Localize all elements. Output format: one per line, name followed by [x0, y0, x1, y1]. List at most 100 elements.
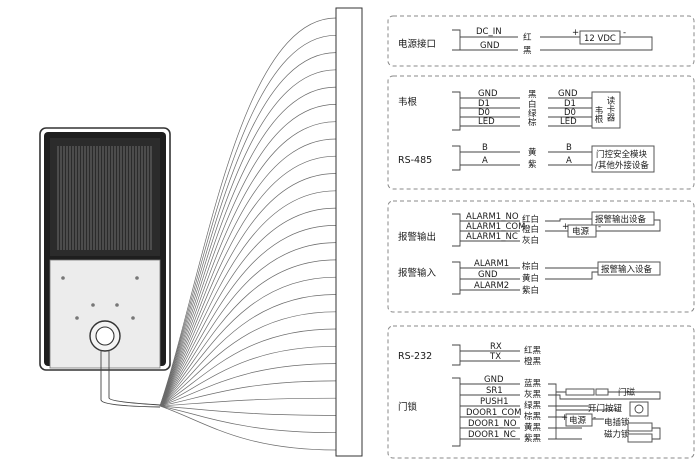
alarm-out-pin-no: ALARM1_NO — [466, 212, 519, 222]
reader-pin-d0: D0 — [564, 108, 576, 118]
lock-color-yellowblack: 黄黑 — [524, 422, 542, 433]
cable-wire — [159, 190, 337, 407]
lock-power-box — [565, 413, 593, 427]
cable-wire — [159, 69, 337, 407]
reader-pin-led: LED — [560, 117, 577, 127]
rs485-device-line2: /其他外接设备 — [595, 160, 649, 171]
cable-wire — [159, 405, 337, 451]
alarm-out-pin-nc: ALARM1_NC — [466, 232, 518, 242]
cable-wire — [159, 34, 337, 407]
alarm-in-pin-alarm2: ALARM2 — [474, 281, 509, 291]
wiegand-color-black: 黑 — [528, 90, 537, 100]
alarm-out-color-redwhite: 红白 — [522, 214, 539, 225]
cable-wire — [159, 121, 337, 407]
alarm-output-device-label: 报警输出设备 — [595, 214, 647, 225]
power-supply-box — [579, 30, 621, 45]
alarm-input-label: 报警输入 — [398, 267, 437, 279]
lock-color-greenblack: 绿黑 — [524, 400, 542, 411]
lock-color-blueblack: 蓝黑 — [524, 378, 542, 389]
lock-pin-door1-nc: DOOR1_NC — [468, 430, 516, 440]
electric-lock-label: 电插锁 — [604, 417, 630, 428]
access-controller-device — [39, 127, 171, 408]
cable-wire — [159, 86, 337, 407]
rs485-device-line1: 门控安全模块 — [596, 149, 648, 160]
alarm-section — [387, 200, 695, 313]
rs232-color-orangeblack: 橙黑 — [524, 356, 542, 367]
alarm-out-power-minus: - — [598, 222, 601, 232]
wiegand-label: 韦根 — [398, 96, 418, 108]
exit-button-icon — [634, 404, 644, 414]
alarm-out-power-plus: + — [562, 222, 569, 232]
power-color-black: 黑 — [523, 46, 532, 56]
lock-pin-door1-no: DOOR1_NO — [468, 419, 517, 429]
alarm-output-label: 报警输出 — [398, 231, 436, 243]
cable-wire — [159, 225, 337, 407]
power-label: 电源接口 — [398, 38, 436, 50]
alarm-input-device-box — [597, 261, 661, 276]
rs232-pin-rx: RX — [490, 342, 502, 352]
wiegand-color-brown: 棕 — [528, 117, 537, 128]
rs485-pin-a: A — [482, 156, 488, 166]
rs485-color-purple: 紫 — [528, 160, 537, 170]
rs232-color-redblack: 红黑 — [524, 345, 542, 356]
power-minus: - — [623, 28, 626, 38]
power-color-red: 红 — [523, 32, 532, 43]
magnetic-lock-box — [627, 433, 653, 443]
lock-pin-gnd: GND — [484, 375, 504, 385]
rs485-pin-b: B — [482, 143, 488, 153]
cable-wire — [159, 242, 337, 407]
alarm-output-device-box — [591, 211, 655, 226]
cable-wire — [159, 380, 337, 407]
cable-wire — [159, 276, 337, 407]
rs232-pin-tx: TX — [489, 352, 501, 362]
lock-color-purpleblack: 紫黑 — [524, 434, 542, 444]
cable-wire — [159, 345, 337, 407]
cable-wire — [159, 294, 337, 407]
lock-pin-door1-com: DOOR1_COM — [466, 408, 521, 418]
reader-pin-gnd: GND — [558, 89, 578, 99]
cable-wire — [159, 405, 337, 434]
wiegand-color-green: 绿 — [528, 108, 537, 119]
power-plus: + — [572, 28, 579, 38]
door-sensor-part-b — [595, 388, 609, 396]
wiegand-pin-gnd: GND — [478, 89, 498, 99]
reader-label-wiegand: 韦根 — [593, 106, 603, 124]
door-sensor-label: 门磁 — [618, 387, 636, 398]
alarm-in-pin-alarm1: ALARM1 — [474, 259, 509, 269]
cable-wire — [159, 363, 337, 407]
alarm-in-pin-gnd: GND — [478, 270, 498, 280]
wiegand-pin-d1: D1 — [478, 99, 490, 109]
alarm-in-color-yellowwhite: 黄白 — [522, 273, 539, 284]
cable-wire — [159, 52, 337, 407]
cable-wire — [159, 155, 337, 407]
cable-bundle-bar — [335, 7, 363, 457]
reader-label-card-reader: 读卡器 — [605, 95, 615, 122]
reader-pin-d1: D1 — [564, 99, 576, 109]
door-sensor-part-a — [565, 388, 595, 396]
cable-wire — [159, 259, 337, 407]
wiegand-pin-led: LED — [478, 117, 495, 127]
cable-fan — [159, 17, 337, 451]
alarm-out-color-orangewhite: 橙白 — [522, 224, 539, 235]
rs232-lock-section — [387, 325, 695, 459]
cable-wire — [159, 173, 337, 407]
alarm-out-color-graywhite: 灰白 — [522, 235, 539, 246]
power-pin-dc-in: DC_IN — [476, 27, 502, 37]
cable-wire — [159, 397, 337, 407]
lock-color-brownblack: 棕黑 — [524, 411, 542, 422]
rs485-label: RS-485 — [398, 155, 432, 166]
cable-wire — [159, 138, 337, 407]
power-pin-gnd: GND — [480, 41, 500, 51]
alarm-out-pin-com: ALARM1_COM — [466, 222, 525, 232]
lock-power-label: 电源 — [569, 415, 587, 426]
power-supply-label: 12 VDC — [584, 34, 616, 44]
rs485-device-pin-a: A — [566, 156, 572, 166]
lock-color-grayblack: 灰黑 — [524, 389, 542, 400]
power-section — [387, 15, 695, 67]
cable-wire — [159, 328, 337, 407]
cable-wire — [159, 405, 337, 416]
alarm-input-device-label: 报警输入设备 — [601, 264, 653, 275]
lock-pin-push1: PUSH1 — [480, 397, 509, 407]
alarm-in-color-purplewhite: 紫白 — [522, 285, 539, 296]
